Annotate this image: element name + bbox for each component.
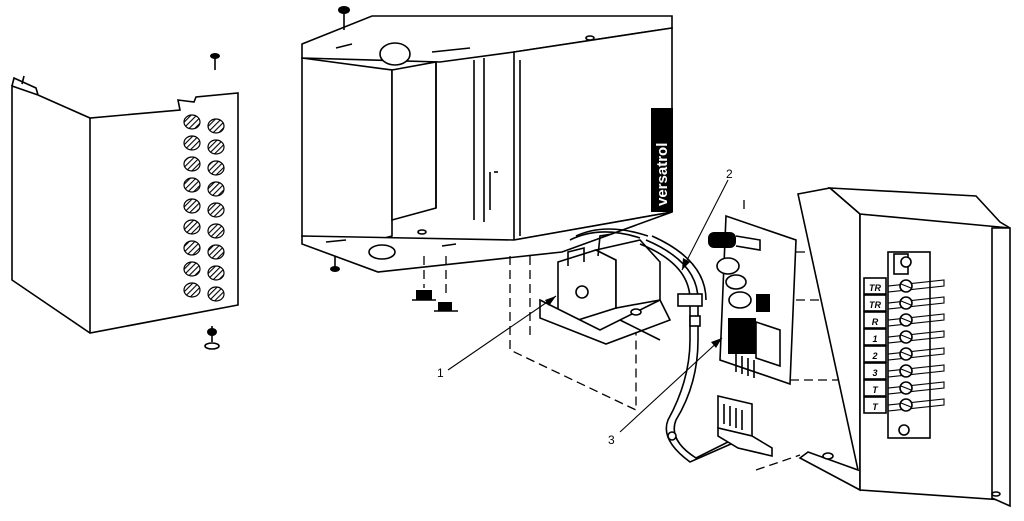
vent-hole [183, 198, 201, 214]
terminal-row: T [863, 396, 945, 414]
front-cover-panel [11, 75, 239, 334]
terminal-row: 1 [863, 328, 945, 346]
wire-nut-left [412, 256, 436, 301]
cover-top-screw [210, 53, 220, 70]
terminal-label: 2 [871, 351, 877, 361]
vent-hole [183, 261, 201, 277]
terminal-label: TR [869, 300, 881, 310]
vent-hole [207, 160, 225, 176]
callout-label-1: 1 [437, 366, 444, 380]
brand-label: versatrol [654, 143, 671, 206]
enclosure-box [301, 15, 673, 273]
cover-bottom-screw [204, 326, 220, 350]
terminal-row: T [863, 379, 945, 397]
vent-hole [207, 244, 225, 260]
callout-2: 2 [681, 167, 733, 271]
box-top-screw [338, 6, 350, 30]
vent-hole [207, 118, 225, 134]
terminal-row: TR [863, 294, 945, 312]
vent-hole [207, 286, 225, 302]
transformer [539, 228, 672, 345]
box-mount-screw [330, 256, 340, 272]
terminal-row: TR [863, 277, 945, 295]
terminal-label: 3 [872, 368, 877, 378]
plug-connector [717, 394, 773, 458]
terminal-bracket: TR TR R 1 2 3TT [797, 187, 1011, 508]
vent-hole [183, 177, 201, 193]
vent-hole [183, 219, 201, 235]
terminal-rows: TR TR R 1 2 3TT [863, 277, 945, 414]
callout-1: 1 [437, 295, 557, 380]
vent-hole [183, 135, 201, 151]
terminal-label: R [872, 317, 879, 327]
vent-hole [183, 114, 201, 130]
terminal-label: TR [869, 283, 881, 293]
vent-holes [183, 114, 225, 302]
terminal-row: 3 [863, 362, 945, 380]
vent-hole [207, 181, 225, 197]
terminal-row: 2 [863, 345, 945, 363]
callout-3: 3 [608, 337, 723, 447]
terminal-label: 1 [872, 334, 877, 344]
vent-hole [207, 265, 225, 281]
vent-hole [207, 223, 225, 239]
vent-hole [183, 282, 201, 298]
vent-hole [207, 139, 225, 155]
vent-hole [183, 240, 201, 256]
callout-label-3: 3 [608, 433, 615, 447]
wire-nut-right [434, 256, 458, 312]
vent-hole [207, 202, 225, 218]
brand-label-plate: versatrol [651, 108, 673, 212]
vent-hole [183, 156, 201, 172]
terminal-label: T [872, 385, 879, 395]
terminal-label: T [872, 402, 879, 412]
terminal-row: R [863, 311, 945, 329]
circuit-board [708, 214, 797, 386]
callout-label-2: 2 [726, 167, 733, 181]
